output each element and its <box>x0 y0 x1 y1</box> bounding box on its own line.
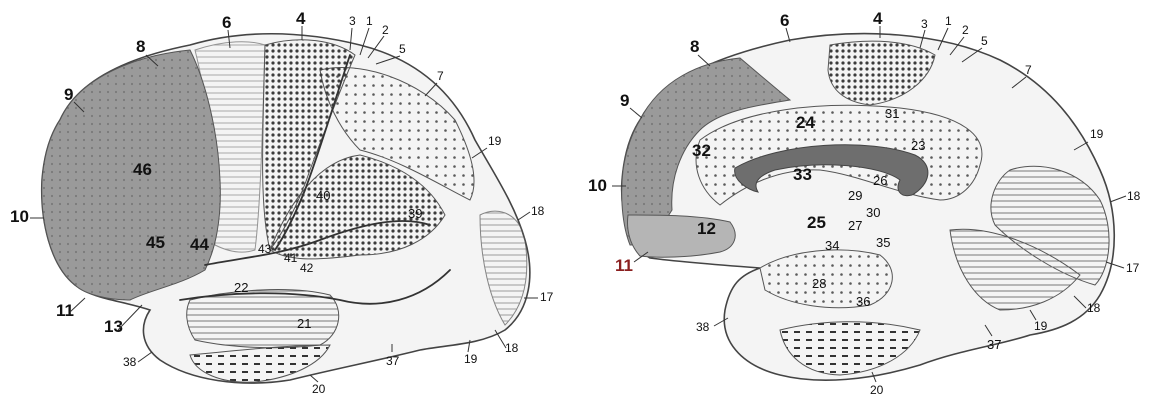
medial-label-35: 35 <box>876 235 890 250</box>
medial-label-2: 2 <box>962 23 969 37</box>
medial-label-18b: 18 <box>1087 301 1101 315</box>
medial-label-1: 1 <box>945 14 952 28</box>
lateral-label-2: 2 <box>382 23 389 37</box>
lateral-label-4: 4 <box>296 9 306 28</box>
medial-label-18: 18 <box>1127 189 1141 203</box>
medial-label-25: 25 <box>807 213 826 232</box>
lateral-label-22: 22 <box>234 280 248 295</box>
medial-label-6: 6 <box>780 11 789 30</box>
medial-label-10: 10 <box>588 176 607 195</box>
medial-label-19: 19 <box>1090 127 1104 141</box>
medial-label-23: 23 <box>911 138 925 153</box>
lateral-temporal-lines <box>187 290 339 348</box>
lateral-label-45: 45 <box>146 233 165 252</box>
lateral-label-39: 39 <box>408 206 422 221</box>
lateral-label-18: 18 <box>531 204 545 218</box>
lateral-label-13: 13 <box>104 317 123 336</box>
medial-label-24: 24 <box>796 113 815 132</box>
lateral-label-1: 1 <box>366 14 373 28</box>
medial-label-38: 38 <box>696 320 710 334</box>
lateral-label-6: 6 <box>222 13 231 32</box>
lateral-label-5: 5 <box>399 42 406 56</box>
medial-label-3: 3 <box>921 17 928 31</box>
lateral-label-10: 10 <box>10 207 29 226</box>
lateral-label-19b: 19 <box>464 352 478 366</box>
lateral-label-18b: 18 <box>505 341 519 355</box>
lateral-label-7: 7 <box>437 69 444 83</box>
medial-label-33: 33 <box>793 165 812 184</box>
medial-label-27: 27 <box>848 218 862 233</box>
lateral-label-41: 41 <box>284 251 298 265</box>
lateral-label-19: 19 <box>488 134 502 148</box>
lateral-label-3: 3 <box>349 14 356 28</box>
lateral-label-9: 9 <box>64 85 73 104</box>
medial-label-28: 28 <box>812 276 826 291</box>
medial-label-4: 4 <box>873 9 883 28</box>
medial-label-30: 30 <box>866 205 880 220</box>
medial-label-12: 12 <box>697 219 716 238</box>
lateral-label-38: 38 <box>123 355 137 369</box>
lateral-label-42: 42 <box>300 261 314 275</box>
medial-label-37: 37 <box>987 337 1001 352</box>
lateral-label-37: 37 <box>386 354 400 368</box>
medial-label-32: 32 <box>692 141 711 160</box>
medial-label-29: 29 <box>848 188 862 203</box>
lateral-label-43: 43 <box>258 242 272 256</box>
lateral-label-40: 40 <box>316 188 330 203</box>
medial-label-17: 17 <box>1126 261 1140 275</box>
medial-label-8: 8 <box>690 37 699 56</box>
medial-orbital-band <box>628 215 736 257</box>
medial-label-11: 11 <box>615 256 633 275</box>
lateral-label-17: 17 <box>540 290 554 304</box>
medial-label-5: 5 <box>981 34 988 48</box>
lateral-label-44: 44 <box>190 235 209 254</box>
medial-label-34: 34 <box>825 238 839 253</box>
lateral-label-21: 21 <box>297 316 311 331</box>
lateral-label-20: 20 <box>312 382 326 396</box>
lateral-label-8: 8 <box>136 37 145 56</box>
medial-label-20: 20 <box>870 383 884 397</box>
medial-label-26: 26 <box>873 173 887 188</box>
medial-label-19b: 19 <box>1034 319 1048 333</box>
medial-label-36: 36 <box>856 294 870 309</box>
medial-label-7: 7 <box>1025 63 1032 77</box>
medial-label-31: 31 <box>885 106 899 121</box>
medial-label-9: 9 <box>620 91 629 110</box>
lateral-label-46: 46 <box>133 160 152 179</box>
